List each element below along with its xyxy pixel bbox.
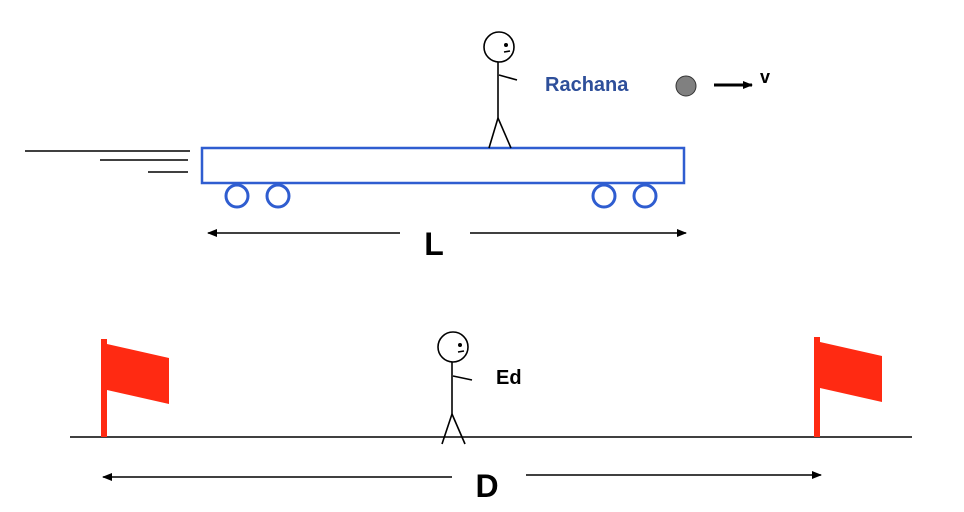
rachana-stick-figure-icon bbox=[483, 31, 518, 149]
train-cart bbox=[200, 146, 686, 209]
length-label: L bbox=[424, 226, 444, 262]
velocity-label: v bbox=[760, 67, 770, 87]
cart-wheel bbox=[591, 183, 617, 209]
cart-wheel bbox=[224, 183, 250, 209]
ed-stick-figure-icon bbox=[437, 331, 473, 445]
cart-wheel bbox=[265, 183, 291, 209]
cart-wheel bbox=[632, 183, 658, 209]
distance-label: D bbox=[475, 468, 498, 504]
rachana-label: Rachana bbox=[545, 74, 629, 96]
speed-lines bbox=[25, 150, 190, 173]
ball-icon bbox=[675, 75, 697, 97]
ed-label: Ed bbox=[496, 367, 522, 389]
right-flag-icon bbox=[814, 337, 882, 437]
cart-body bbox=[200, 146, 686, 185]
left-flag-icon bbox=[101, 339, 169, 437]
